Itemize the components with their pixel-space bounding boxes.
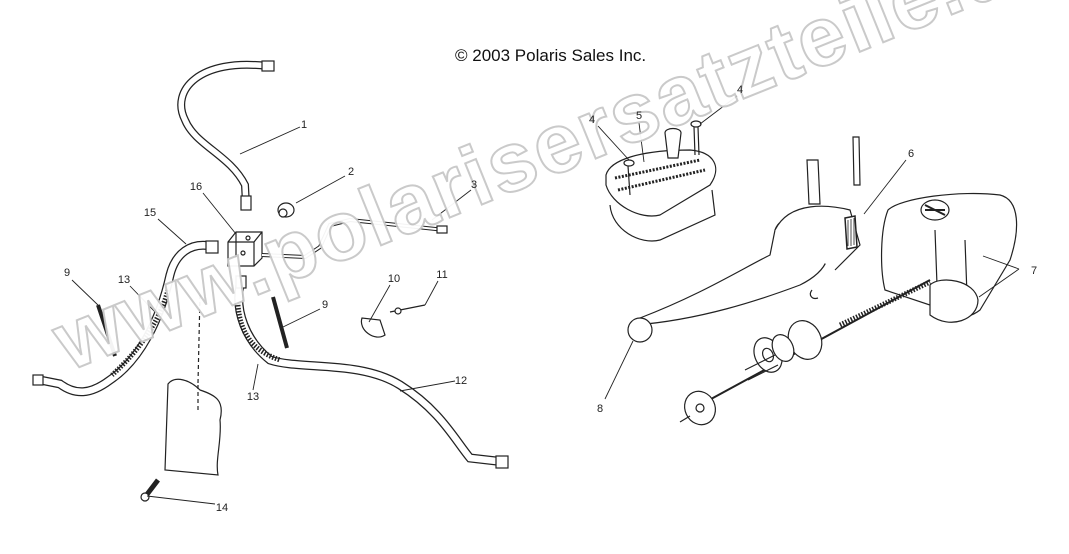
callout-7: 7 bbox=[1030, 265, 1038, 277]
leader-line bbox=[252, 363, 259, 391]
bracket-plate bbox=[164, 294, 222, 476]
callout-13: 13 bbox=[246, 391, 260, 403]
leader-line bbox=[597, 125, 630, 161]
bolt-14 bbox=[140, 478, 160, 502]
hose-3 bbox=[261, 217, 448, 260]
distribution-block-16 bbox=[227, 231, 263, 267]
clamp-10 bbox=[360, 317, 386, 338]
copyright-text: © 2003 Polaris Sales Inc. bbox=[455, 46, 647, 65]
screw-11 bbox=[389, 304, 426, 315]
cable-tie-9-right bbox=[271, 296, 289, 349]
leader-line bbox=[399, 380, 456, 392]
callout-6: 6 bbox=[907, 148, 915, 160]
lever-8 bbox=[627, 205, 861, 343]
reservoir-cap bbox=[664, 127, 682, 159]
hose-12 bbox=[234, 275, 509, 469]
cable-tie-9-left bbox=[96, 304, 117, 357]
leader-line bbox=[638, 122, 645, 163]
leader-line bbox=[157, 218, 187, 245]
callout-10: 10 bbox=[387, 273, 401, 285]
leader-line bbox=[604, 340, 634, 400]
callout-8: 8 bbox=[596, 403, 604, 415]
callout-11: 11 bbox=[436, 269, 448, 281]
leader-line bbox=[424, 280, 439, 306]
leader-lines bbox=[71, 95, 1020, 505]
callout-14: 14 bbox=[215, 502, 229, 514]
adjuster-6 bbox=[844, 215, 858, 250]
piston-assembly bbox=[679, 279, 932, 426]
leader-line bbox=[295, 175, 346, 204]
callout-9: 9 bbox=[63, 267, 71, 279]
banjo-fitting-2 bbox=[277, 202, 295, 218]
master-cylinder-body bbox=[880, 192, 1018, 323]
screw-4-left bbox=[623, 159, 635, 196]
leader-line bbox=[431, 189, 472, 221]
callout-5: 5 bbox=[635, 110, 643, 122]
callout-4: 4 bbox=[736, 84, 744, 96]
callout-13: 13 bbox=[117, 274, 131, 286]
leader-line bbox=[368, 284, 391, 323]
callout-4: 4 bbox=[588, 114, 596, 126]
callout-1: 1 bbox=[300, 119, 308, 131]
leader-line bbox=[239, 126, 301, 155]
screw-4-right bbox=[690, 120, 702, 156]
leader-line bbox=[129, 285, 156, 313]
callout-12: 12 bbox=[454, 375, 468, 387]
callout-2: 2 bbox=[347, 166, 355, 178]
leader-line bbox=[202, 192, 237, 235]
hose-1 bbox=[177, 60, 275, 211]
callout-16: 16 bbox=[189, 181, 203, 193]
leader-line bbox=[146, 495, 216, 505]
pivot-pin bbox=[806, 136, 861, 205]
leader-line bbox=[282, 308, 321, 328]
leader-line bbox=[863, 159, 907, 215]
leader-line bbox=[71, 279, 100, 307]
callout-9: 9 bbox=[321, 299, 329, 311]
leader-line bbox=[699, 95, 738, 125]
callout-15: 15 bbox=[143, 207, 157, 219]
hose-15 bbox=[32, 240, 219, 397]
callout-3: 3 bbox=[470, 179, 478, 191]
leader-line bbox=[978, 268, 1020, 298]
leader-line bbox=[982, 255, 1020, 270]
